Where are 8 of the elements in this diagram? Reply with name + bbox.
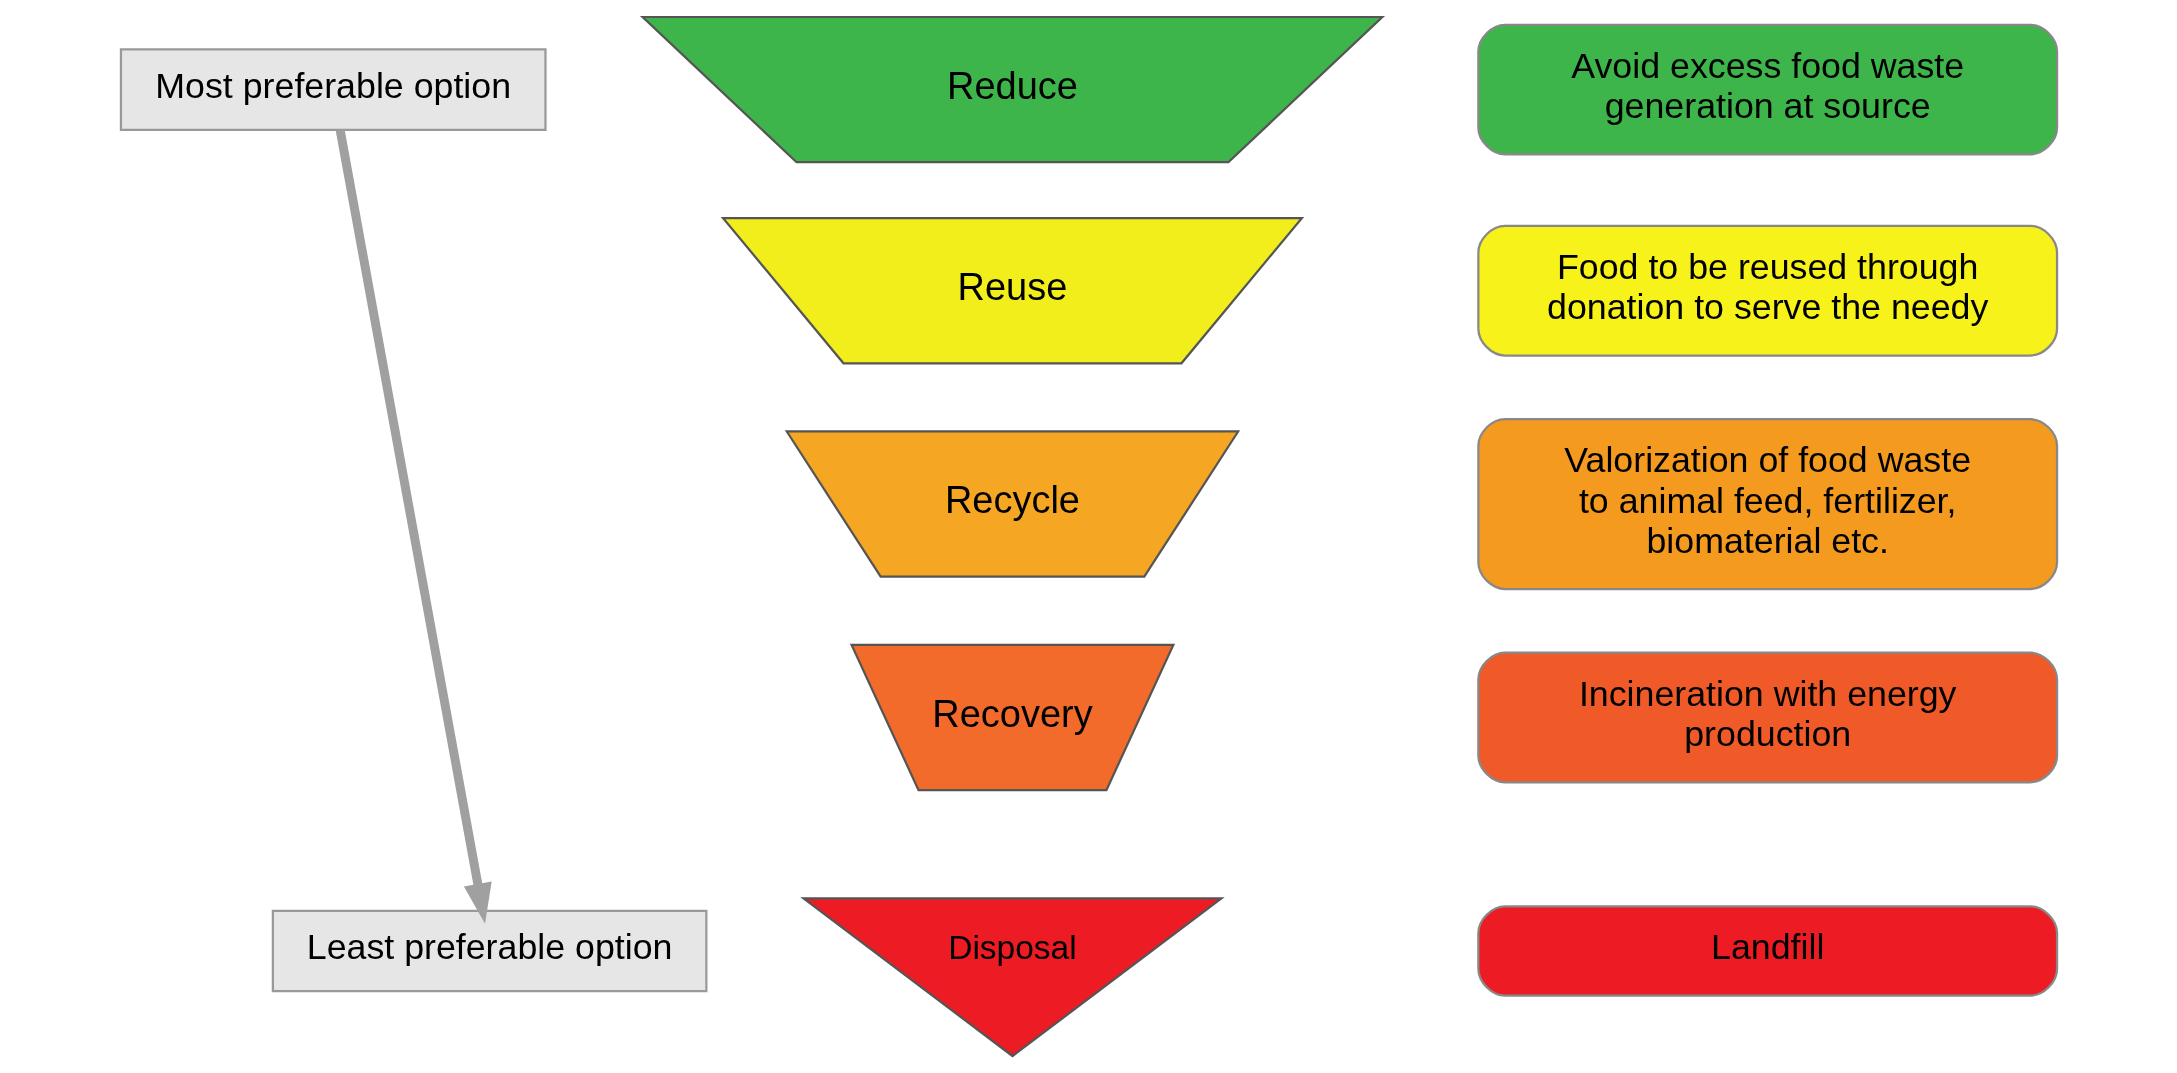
node-box: Food to be reused through donation to serve the needy	[1476, 224, 2058, 357]
node-box: Least preferable option	[271, 909, 707, 993]
node-box: Avoid excess food waste generation at source	[1476, 23, 2058, 156]
node-box: Landfill	[1476, 905, 2058, 997]
node-box: Incineration with energy production	[1476, 651, 2058, 784]
node-box: Valorization of food waste to animal feed, fertilizer, biomaterial etc.	[1476, 418, 2058, 591]
arrow	[335, 129, 492, 924]
node-box: Most preferable option	[119, 48, 547, 131]
